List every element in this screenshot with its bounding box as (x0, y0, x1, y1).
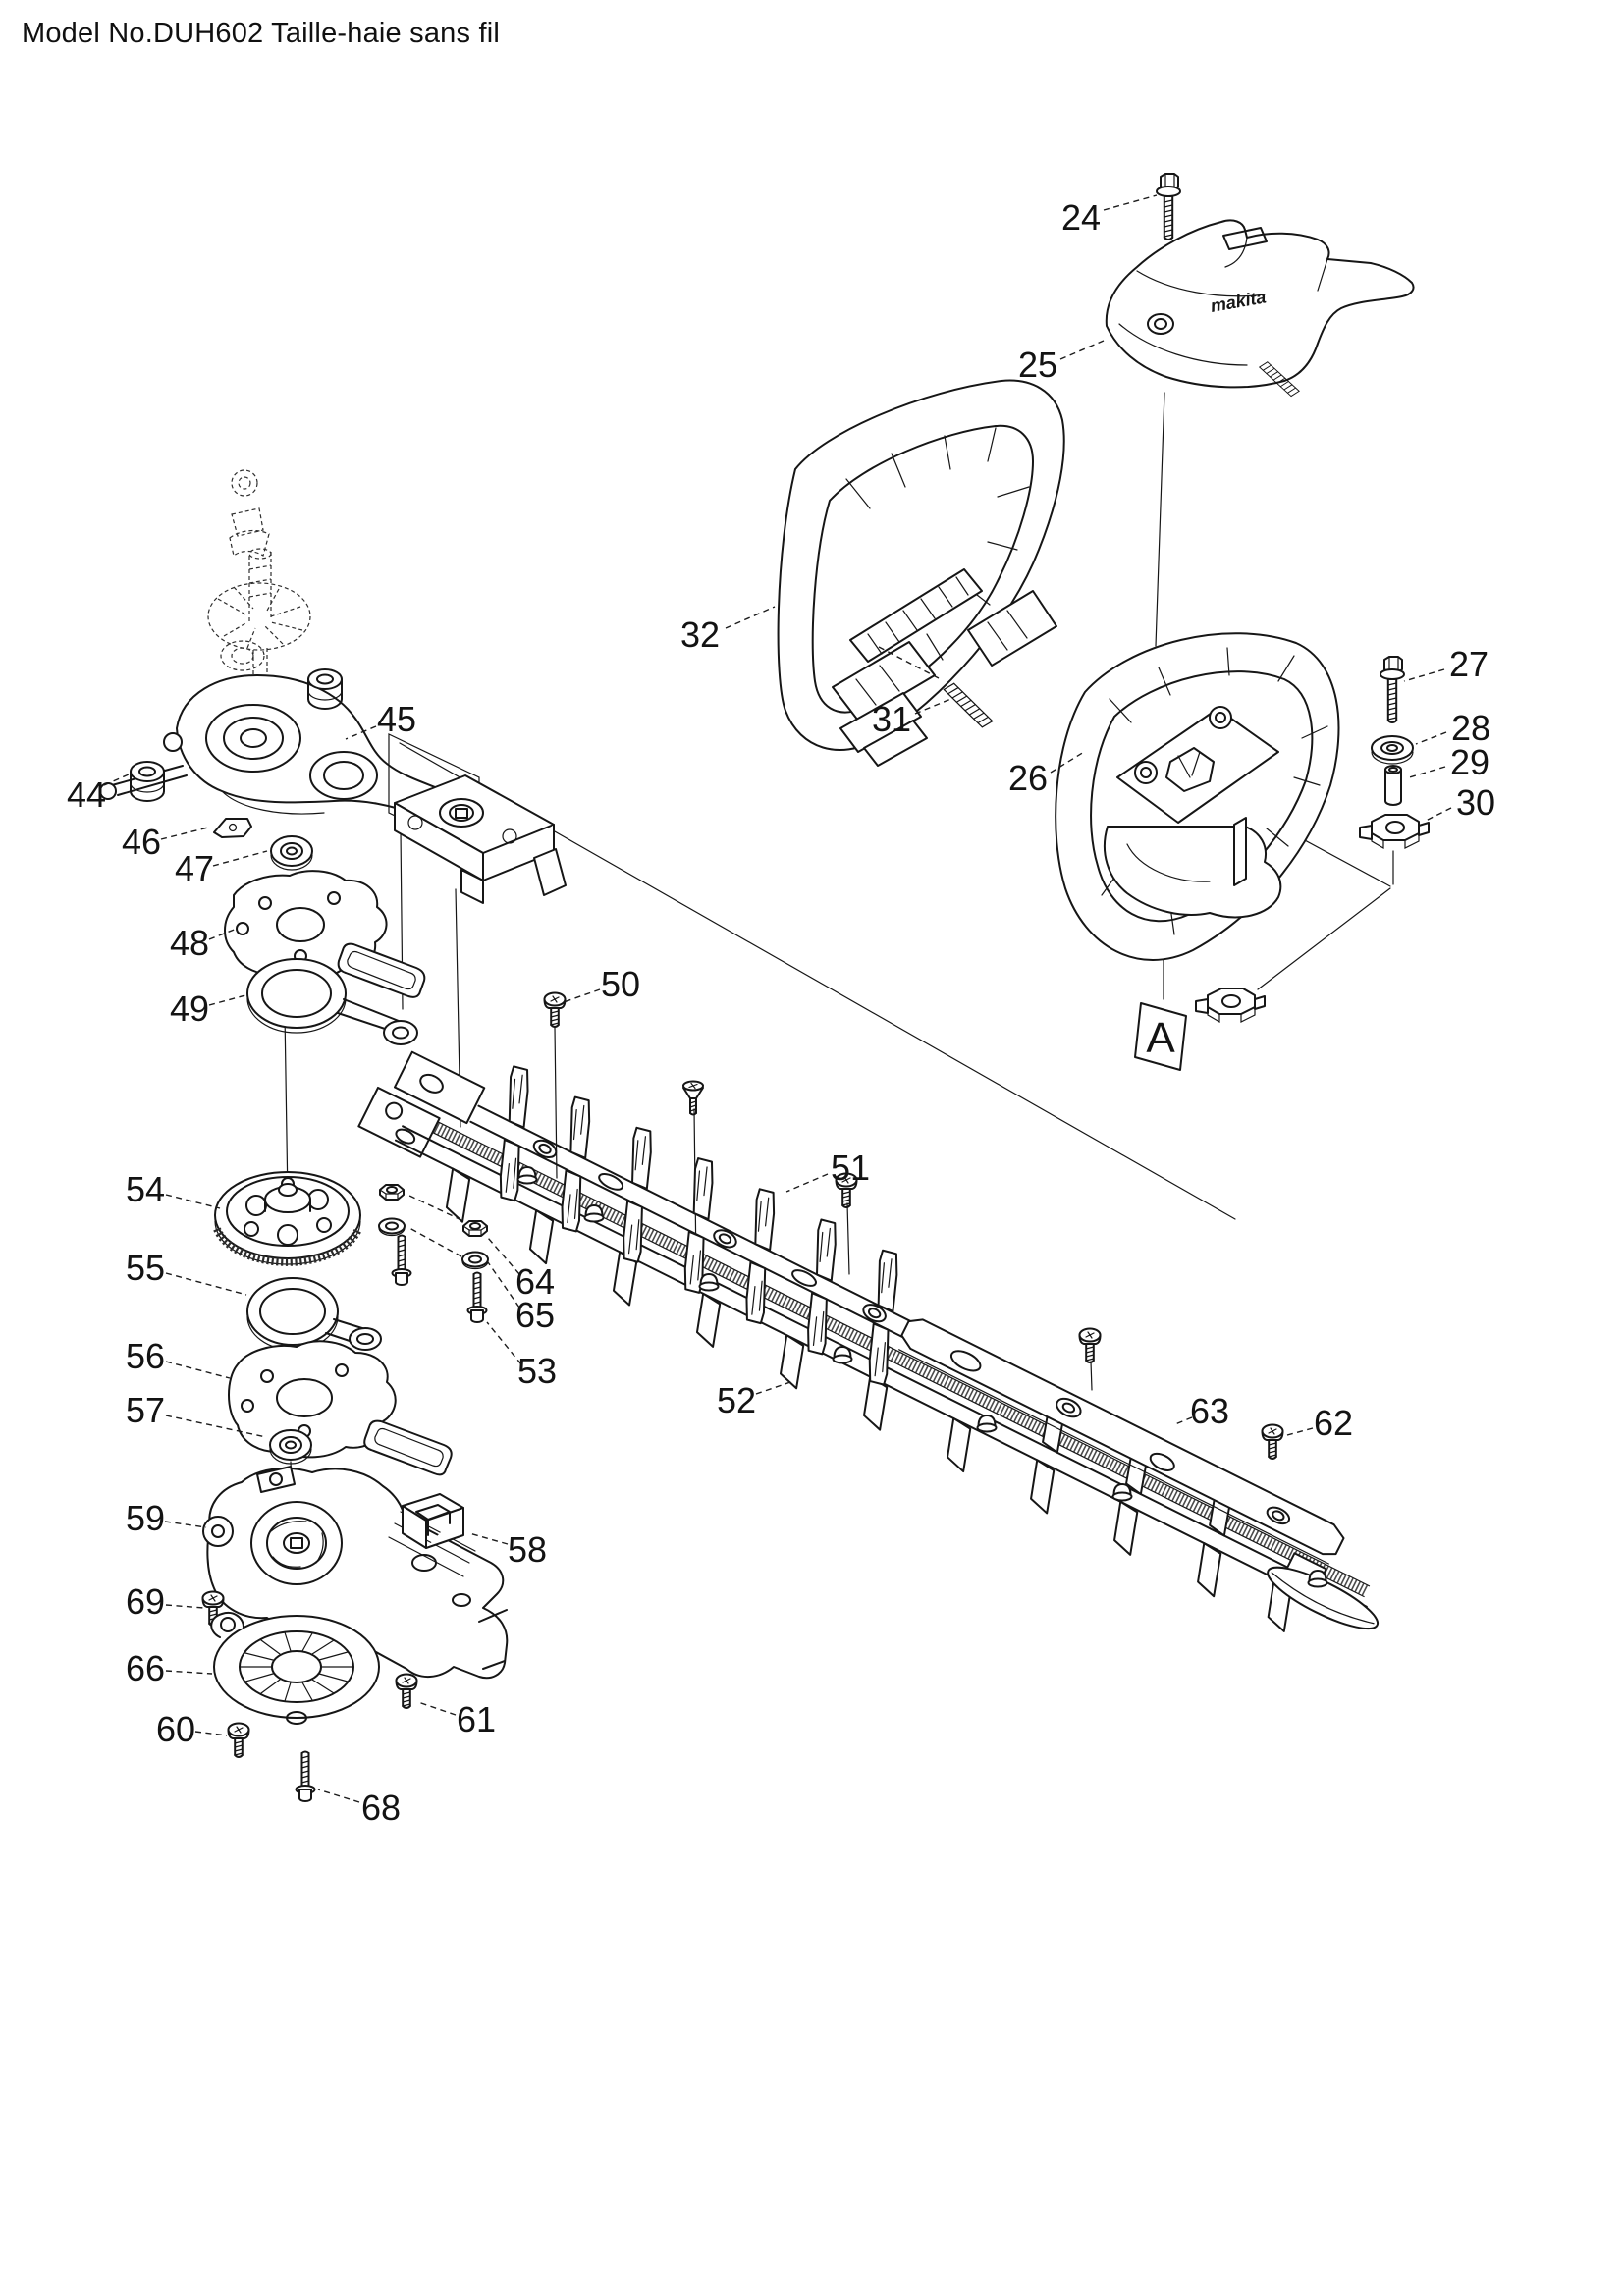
armature-ghost (207, 469, 311, 681)
cam-ring-55 (246, 1277, 382, 1351)
part-label-28: 28 (1451, 708, 1490, 748)
screw-62 (1261, 1423, 1284, 1460)
screw-53 (466, 1271, 488, 1323)
spring-31 (938, 679, 999, 731)
pan-screw-guide-bar (1078, 1327, 1102, 1363)
fan-baffle-66 (210, 1612, 380, 1725)
part-label-63: 63 (1190, 1391, 1229, 1431)
part-label-65: 65 (515, 1295, 555, 1335)
washer-65-left (378, 1217, 406, 1237)
part-label-54: 54 (126, 1169, 165, 1209)
part-label-59: 59 (126, 1498, 165, 1538)
part-label-68: 68 (361, 1788, 401, 1828)
part-label-27: 27 (1449, 644, 1489, 684)
gear-54 (213, 1171, 362, 1266)
nut-64-left (379, 1184, 405, 1201)
part-label-30: 30 (1456, 782, 1495, 823)
part-label-32: 32 (680, 614, 720, 655)
screw-60 (227, 1722, 250, 1758)
bearing-47 (270, 835, 313, 871)
washer-65 (461, 1251, 489, 1270)
detail-marker-label: A (1146, 1014, 1175, 1062)
pin-29 (1384, 765, 1402, 806)
part-label-31: 31 (872, 699, 911, 739)
part-label-25: 25 (1018, 345, 1057, 385)
part-label-53: 53 (517, 1351, 557, 1391)
part-label-64: 64 (515, 1261, 555, 1302)
rear-handle-26 (1055, 632, 1340, 961)
part-label-26: 26 (1008, 758, 1048, 798)
part-label-55: 55 (126, 1248, 165, 1288)
part-label-29: 29 (1450, 742, 1489, 782)
plate-48 (224, 870, 426, 998)
screw-68 (295, 1750, 316, 1802)
detail-marker-box: A (1134, 1002, 1187, 1071)
part-label-58: 58 (508, 1529, 547, 1570)
part-label-24: 24 (1061, 197, 1101, 238)
part-label-45: 45 (377, 699, 416, 739)
part-label-48: 48 (170, 923, 209, 963)
part-label-57: 57 (126, 1390, 165, 1430)
part-label-50: 50 (601, 964, 640, 1004)
part-label-47: 47 (175, 848, 214, 888)
part-label-52: 52 (717, 1380, 756, 1420)
front-handle-32 (777, 379, 1065, 767)
square-nut-detail (1195, 988, 1266, 1023)
part-label-49: 49 (170, 988, 209, 1029)
screw-50 (543, 991, 567, 1028)
cover-25: makita (1105, 219, 1415, 389)
part-label-46: 46 (122, 822, 161, 862)
part-label-61: 61 (457, 1699, 496, 1739)
gear-housing (99, 674, 567, 904)
part-labels: 24 25 32 31 26 27 28 29 30 44 45 46 47 4… (67, 197, 1495, 1828)
part-label-66: 66 (126, 1648, 165, 1688)
cup-washer-28 (1371, 735, 1414, 765)
page-title: Model No.DUH602 Taille-haie sans fil (22, 18, 501, 49)
square-nut-30 (1359, 814, 1430, 849)
screw-61 (395, 1673, 418, 1709)
stud-left (391, 1234, 412, 1286)
part-label-62: 62 (1314, 1403, 1353, 1443)
clip-58 (402, 1493, 464, 1549)
leader-lines (103, 194, 1452, 1803)
part-label-69: 69 (126, 1581, 165, 1622)
blade-assembly (357, 1050, 1380, 1632)
flat-screw-blade (682, 1080, 704, 1116)
ring-49 (246, 958, 418, 1045)
part-label-44: 44 (67, 774, 106, 815)
bolt-27 (1380, 656, 1405, 723)
plate-56 (228, 1340, 453, 1476)
bearing-57 (269, 1429, 312, 1465)
bolt-24 (1156, 173, 1181, 240)
nut-64 (462, 1220, 488, 1237)
part-label-51: 51 (831, 1148, 870, 1188)
part-label-56: 56 (126, 1336, 165, 1376)
grommet-44 (130, 761, 165, 802)
clip-46 (213, 818, 252, 838)
part-label-60: 60 (156, 1709, 195, 1749)
